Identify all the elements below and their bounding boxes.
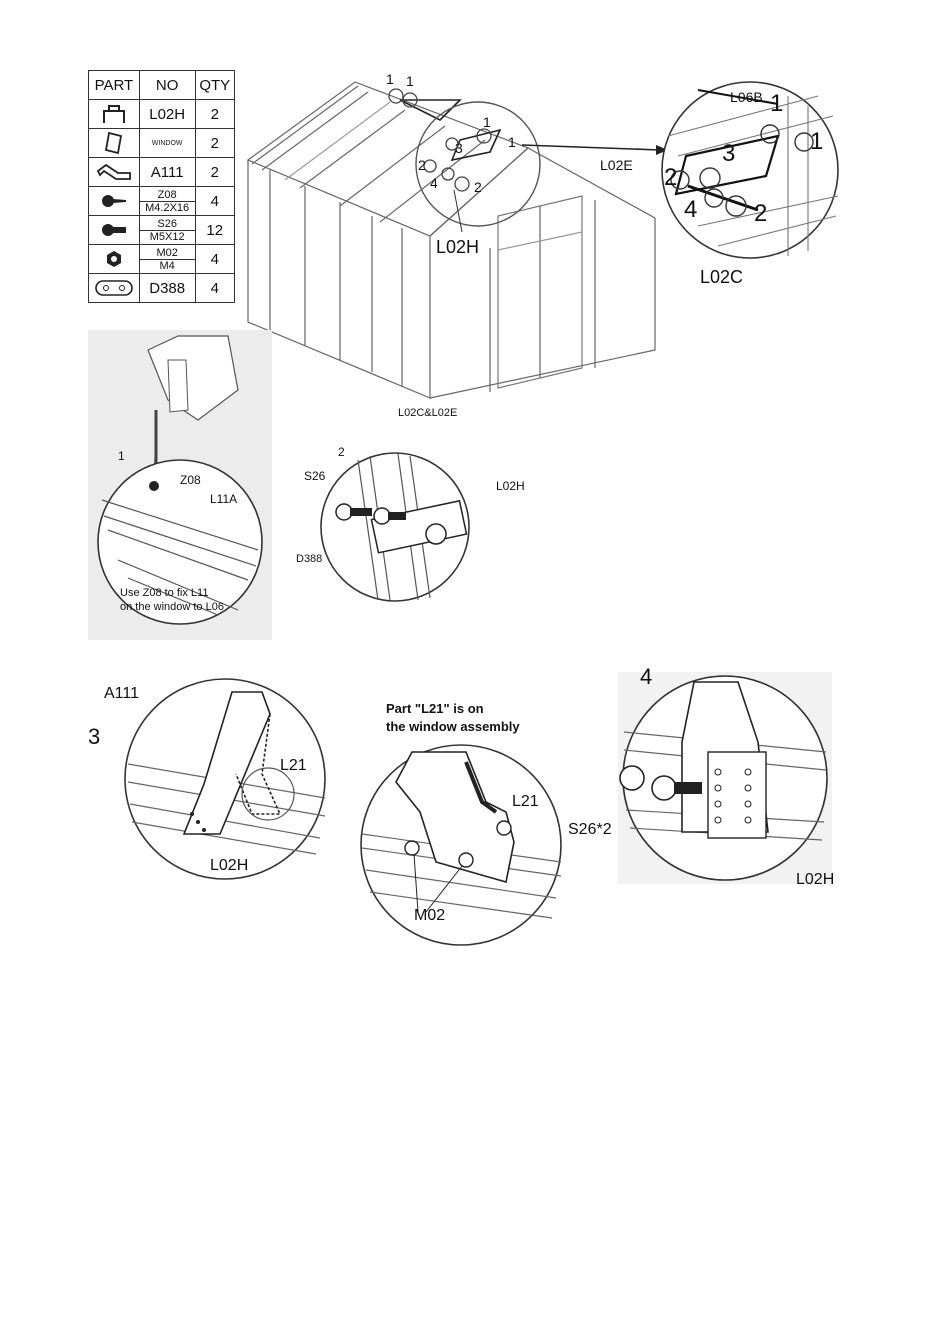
part-number: L02H bbox=[139, 100, 195, 129]
step-number: 1 bbox=[118, 450, 125, 462]
part-label-s26x2: S26*2 bbox=[568, 822, 612, 838]
part-qty: 4 bbox=[195, 187, 234, 216]
part-number: Z08 M4.2X16 bbox=[139, 187, 195, 216]
part-label-l02h: L02H bbox=[210, 858, 248, 874]
part-label-d388: D388 bbox=[296, 554, 322, 565]
part-label-l06b: L06B bbox=[730, 90, 763, 104]
step2-detail-drawing bbox=[318, 450, 472, 604]
note-line: the window assembly bbox=[386, 718, 520, 736]
part-label-l02h: L02H bbox=[436, 238, 479, 256]
step1-note: Use Z08 to fix L11 on the window to L06 bbox=[120, 586, 224, 614]
table-row: L02H 2 bbox=[89, 100, 235, 129]
part-qty: 12 bbox=[195, 216, 234, 245]
callout-number: 1 bbox=[386, 72, 394, 86]
bracket-icon bbox=[89, 100, 140, 129]
part-size: M5X12 bbox=[140, 231, 195, 243]
step-number: 2 bbox=[338, 446, 345, 458]
middle-detail-drawing bbox=[356, 742, 566, 948]
part-number: D388 bbox=[139, 274, 195, 303]
table-row: A111 2 bbox=[89, 158, 235, 187]
zoom-number: 1 bbox=[770, 92, 783, 116]
note-line: on the window to L06 bbox=[120, 600, 224, 614]
callout-number: 3 bbox=[455, 141, 463, 155]
callout-number: 2 bbox=[418, 158, 426, 172]
header-part: PART bbox=[89, 71, 140, 100]
part-label-l02e: L02E bbox=[600, 158, 633, 172]
zoom-number: 4 bbox=[684, 198, 697, 222]
part-label-a111: A111 bbox=[104, 686, 139, 702]
part-qty: 4 bbox=[195, 245, 234, 274]
window-assembly-note: Part "L21" is on the window assembly bbox=[386, 700, 520, 736]
part-label-s26: S26 bbox=[304, 470, 325, 482]
part-qty: 2 bbox=[195, 158, 234, 187]
note-line: Use Z08 to fix L11 bbox=[120, 586, 224, 600]
part-label-m02: M02 bbox=[414, 908, 445, 924]
part-number: S26 M5X12 bbox=[139, 216, 195, 245]
part-label-l02c: L02C bbox=[700, 268, 743, 286]
zoom-number: 2 bbox=[664, 166, 677, 190]
part-number: A111 bbox=[139, 158, 195, 187]
table-row: D388 4 bbox=[89, 274, 235, 303]
arm-icon bbox=[89, 158, 140, 187]
part-size: M4 bbox=[140, 260, 195, 272]
table-row: M02 M4 4 bbox=[89, 245, 235, 274]
callout-number: 4 bbox=[430, 176, 438, 190]
zoom-number: 1 bbox=[810, 130, 823, 154]
step-number: 3 bbox=[88, 726, 100, 748]
part-code: S26 bbox=[140, 218, 195, 231]
parts-table-header: PART NO QTY bbox=[89, 71, 235, 100]
part-label-l02c-l02e: L02C&L02E bbox=[398, 408, 457, 419]
callout-number: 1 bbox=[406, 74, 414, 88]
part-code: Z08 bbox=[140, 189, 195, 202]
part-qty: 2 bbox=[195, 129, 234, 158]
callout-number: 1 bbox=[483, 115, 491, 129]
part-number: M02 M4 bbox=[139, 245, 195, 274]
part-qty: 4 bbox=[195, 274, 234, 303]
parts-table: PART NO QTY L02H 2 WINDOW 2 A111 2 bbox=[88, 70, 235, 303]
table-row: Z08 M4.2X16 4 bbox=[89, 187, 235, 216]
screw-icon bbox=[89, 187, 140, 216]
callout-number: 2 bbox=[474, 180, 482, 194]
step4-detail-drawing bbox=[618, 672, 832, 884]
table-row: S26 M5X12 12 bbox=[89, 216, 235, 245]
part-label-z08: Z08 bbox=[180, 474, 201, 486]
window-icon bbox=[89, 129, 140, 158]
part-qty: 2 bbox=[195, 100, 234, 129]
plate-icon bbox=[89, 274, 140, 303]
part-label-l02h: L02H bbox=[796, 872, 834, 888]
table-row: WINDOW 2 bbox=[89, 129, 235, 158]
nut-icon bbox=[89, 245, 140, 274]
part-label-l11a: L11A bbox=[210, 493, 237, 505]
part-label-l21: L21 bbox=[512, 794, 539, 810]
part-label-l02h: L02H bbox=[496, 480, 525, 492]
step3-detail-drawing bbox=[120, 674, 330, 884]
note-line: Part "L21" is on bbox=[386, 700, 520, 718]
bolt-icon bbox=[89, 216, 140, 245]
callout-number: 1 bbox=[508, 135, 516, 149]
header-no: NO bbox=[139, 71, 195, 100]
part-label-l21: L21 bbox=[280, 758, 307, 774]
header-qty: QTY bbox=[195, 71, 234, 100]
part-code: M02 bbox=[140, 247, 195, 260]
zoom-number: 3 bbox=[722, 142, 735, 166]
zoom-number: 2 bbox=[754, 202, 767, 226]
part-size: M4.2X16 bbox=[140, 202, 195, 214]
step-number: 4 bbox=[640, 666, 652, 688]
part-number: WINDOW bbox=[139, 129, 195, 158]
